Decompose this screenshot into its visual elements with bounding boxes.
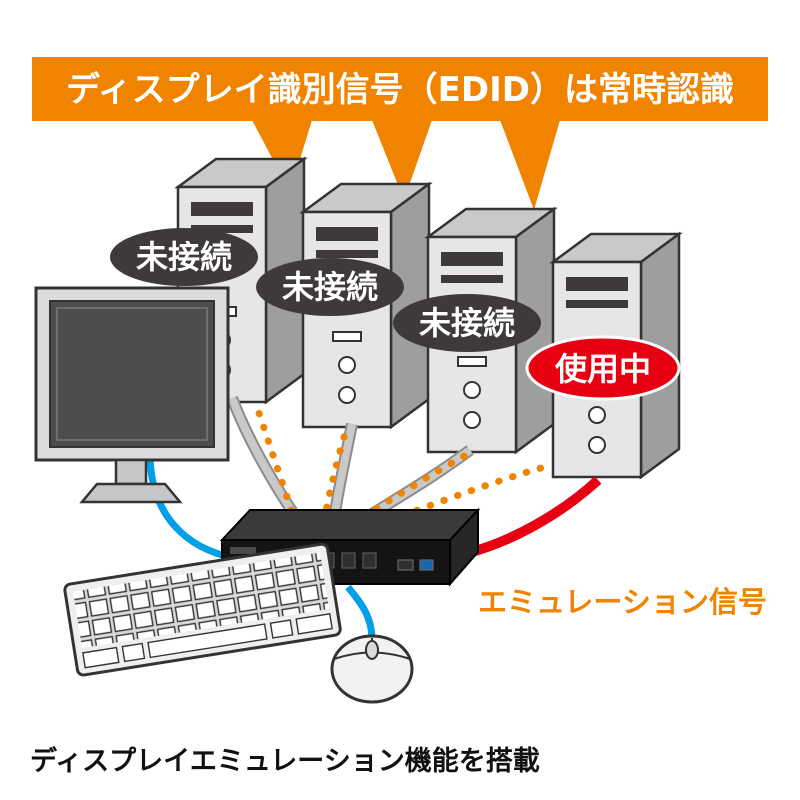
drive-bay: [566, 277, 628, 291]
emulation-signal-line-4: [372, 462, 552, 530]
key-left: [121, 642, 146, 663]
drive-bay: [316, 227, 378, 241]
cable-mouse: [345, 584, 376, 641]
badge-ellipse: [525, 335, 681, 401]
floppy-slot: [457, 356, 487, 367]
cable-pc4-active: [466, 476, 602, 558]
banner-background: [32, 57, 768, 121]
status-badge-2: 未接続: [256, 258, 404, 316]
reset-button: [338, 386, 356, 404]
status-badge-3: 未接続: [393, 294, 541, 352]
drive-bay-2: [441, 275, 503, 283]
banner: ディスプレイ識別信号（EDID）は常時認識: [32, 57, 768, 210]
mouse-scroll-wheel: [365, 640, 379, 660]
banner-pointer-2: [372, 120, 432, 200]
key-left-mod: [82, 646, 120, 669]
caption-text: ディスプレイエミュレーション機能を搭載: [30, 745, 540, 777]
badge-ellipse: [393, 294, 541, 352]
status-badge-1: 未接続: [110, 228, 258, 286]
banner-title: ディスプレイ識別信号（EDID）は常時認識: [66, 70, 734, 110]
floppy-slot: [332, 331, 362, 342]
switch-top-face: [219, 509, 481, 541]
badge-label: 未接続: [419, 304, 515, 342]
monitor-screen-inner: [56, 307, 208, 441]
emulation-signal-line-2: [320, 426, 350, 526]
badge-ellipse: [256, 258, 404, 316]
switch-logo: [230, 547, 256, 554]
emulation-signal-label: エミュレーション信号: [478, 585, 767, 619]
power-button: [463, 381, 481, 399]
drive-bay-2: [566, 300, 628, 308]
power-button: [338, 356, 356, 374]
badge-ellipse: [110, 228, 258, 286]
cable-monitor: [146, 457, 235, 562]
status-badge-in-use: 使用中: [525, 335, 681, 401]
spacebar-key: [147, 623, 268, 659]
drive-bay-2: [191, 225, 253, 233]
drive-bay: [191, 202, 253, 216]
monitor-screen: [49, 300, 215, 448]
badge-label: 使用中: [554, 350, 651, 388]
mouse-body: [330, 634, 414, 704]
drive-bay-2: [316, 250, 378, 258]
keyboard: [63, 542, 342, 677]
monitor-base: [79, 482, 183, 504]
mouse: [330, 634, 414, 704]
reset-button: [588, 436, 606, 454]
select-button-4: [362, 552, 377, 569]
usb-port: [397, 559, 414, 571]
monitor-neck: [114, 458, 148, 486]
monitor: [34, 286, 230, 504]
drive-bay: [441, 252, 503, 266]
badge-label: 未接続: [282, 268, 378, 306]
keyboard-keys: [73, 552, 329, 648]
reset-button: [463, 411, 481, 429]
banner-pointer-3: [500, 120, 560, 210]
banner-pointer-1: [252, 120, 312, 192]
badge-label: 未接続: [136, 238, 232, 276]
key-right: [269, 619, 294, 639]
select-button-3: [341, 552, 356, 569]
usb3-port: [419, 559, 434, 571]
key-right-mod: [295, 612, 333, 635]
power-button: [588, 406, 606, 424]
